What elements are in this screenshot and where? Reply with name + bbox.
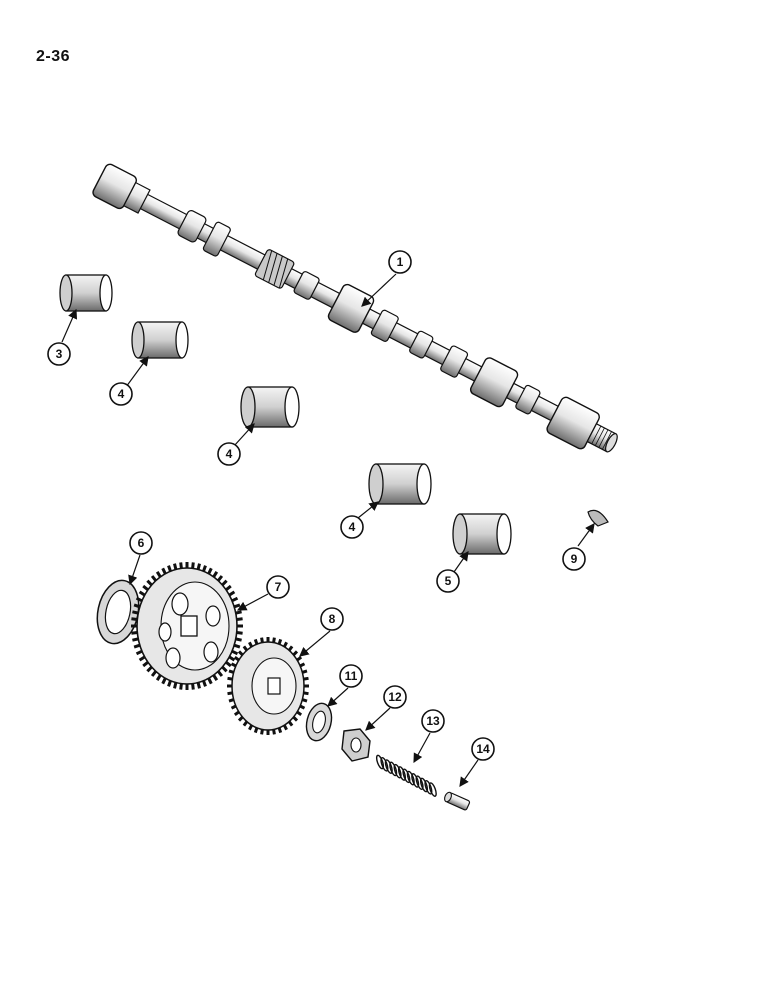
- callout-11-label: 11: [345, 669, 358, 683]
- washer: [305, 702, 333, 742]
- callout-4b-label: 4: [226, 447, 233, 461]
- callout-1: 1: [388, 250, 412, 274]
- callout-3-label: 3: [56, 347, 63, 361]
- woodruff-key: [587, 509, 609, 527]
- leader-4a: [125, 356, 149, 388]
- bearing-4-third: [368, 463, 432, 505]
- bearing-3: [59, 274, 113, 312]
- leader-6: [128, 554, 141, 586]
- leader-9: [577, 523, 595, 547]
- callout-4c-label: 4: [349, 520, 356, 534]
- pin: [444, 791, 471, 811]
- bearing-4-second: [240, 386, 300, 428]
- callout-12: 12: [383, 685, 407, 709]
- callout-13: 13: [421, 709, 445, 733]
- callout-5-label: 5: [445, 574, 452, 588]
- leader-1: [361, 273, 397, 307]
- callout-13-label: 13: [426, 714, 440, 728]
- callout-6-label: 6: [138, 536, 145, 550]
- spring: [375, 754, 437, 797]
- callout-4c: 4: [340, 515, 364, 539]
- callout-1-label: 1: [397, 255, 404, 269]
- leader-13: [413, 732, 431, 764]
- leader-8: [299, 630, 331, 657]
- leader-7: [236, 593, 269, 611]
- callout-14: 14: [471, 737, 495, 761]
- hex-nut: [341, 728, 371, 762]
- leader-4c: [357, 501, 379, 519]
- callout-8: 8: [320, 607, 344, 631]
- callout-9: 9: [562, 547, 586, 571]
- callout-12-label: 12: [388, 690, 402, 704]
- page-number: 2-36: [36, 48, 71, 65]
- leader-14: [459, 759, 479, 787]
- callout-6: 6: [129, 531, 153, 555]
- callout-7: 7: [266, 575, 290, 599]
- callout-8-label: 8: [329, 612, 336, 626]
- callout-11: 11: [339, 664, 363, 688]
- camshaft: [92, 163, 618, 453]
- thrust-washer: [96, 579, 140, 645]
- callout-7-label: 7: [275, 580, 282, 594]
- leader-11: [327, 687, 349, 707]
- callout-14-label: 14: [476, 742, 490, 756]
- leader-4b: [233, 423, 255, 447]
- bearing-5: [452, 513, 512, 555]
- callout-4b: 4: [217, 442, 241, 466]
- leader-3: [61, 308, 78, 343]
- callout-5: 5: [436, 569, 460, 593]
- bearing-4-first: [131, 321, 189, 359]
- large-gear: [131, 562, 243, 690]
- leader-12: [365, 707, 391, 731]
- callout-4a: 4: [109, 382, 133, 406]
- callout-4a-label: 4: [118, 387, 125, 401]
- callout-9-label: 9: [571, 552, 578, 566]
- callout-3: 3: [47, 342, 71, 366]
- leader-5: [453, 551, 469, 573]
- small-gear: [227, 637, 309, 735]
